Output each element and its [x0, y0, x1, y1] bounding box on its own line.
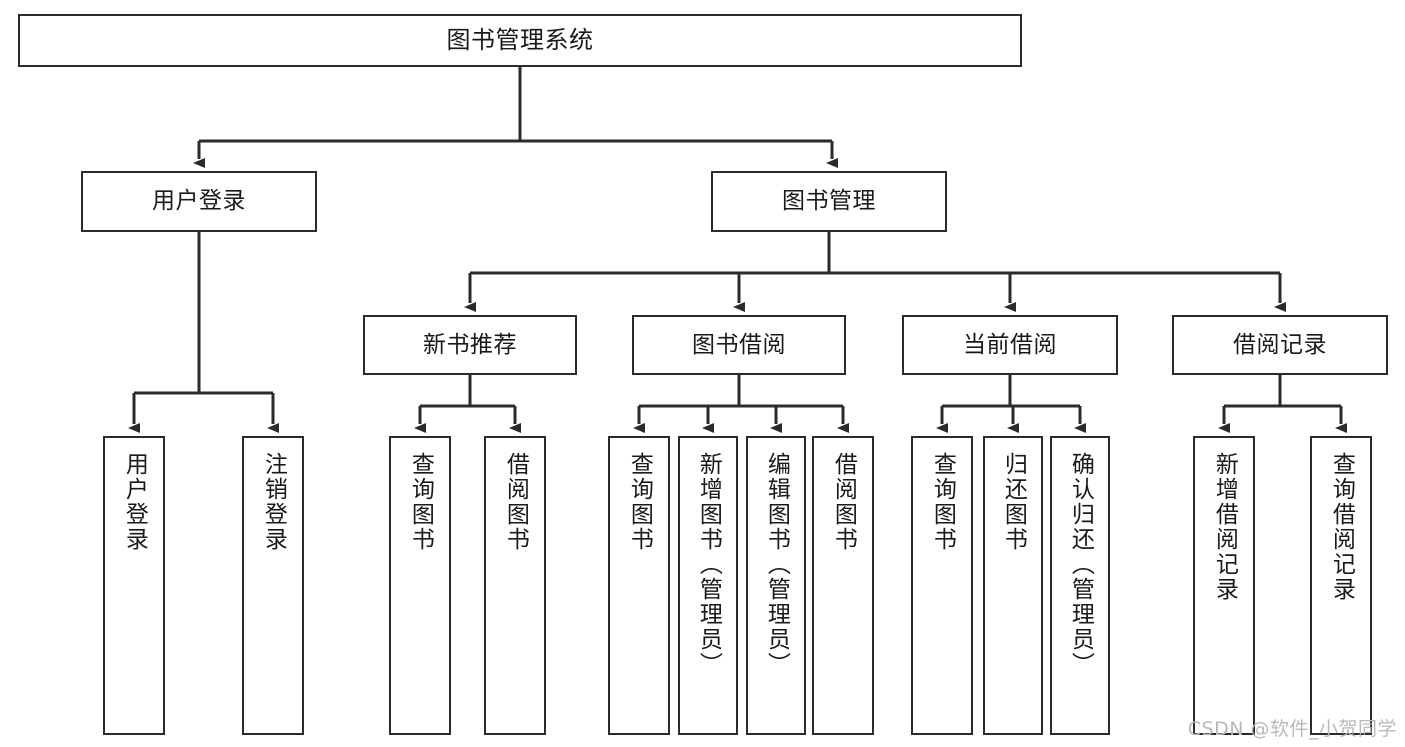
- node-current-borrow-label: 当前借阅: [963, 331, 1057, 358]
- node-current-borrow[interactable]: 当前借阅: [902, 315, 1118, 375]
- node-leaf-query-book-2[interactable]: 查询图书: [608, 436, 670, 735]
- node-borrow-record-label: 借阅记录: [1233, 331, 1327, 358]
- node-leaf-user-login[interactable]: 用户登录: [103, 436, 165, 735]
- node-borrow-record[interactable]: 借阅记录: [1172, 315, 1388, 375]
- node-leaf-user-logout-label: 注销登录: [260, 452, 287, 552]
- node-leaf-query-book-3-label: 查询图书: [929, 452, 956, 552]
- node-leaf-query-borrow-record[interactable]: 查询借阅记录: [1310, 436, 1372, 735]
- node-leaf-user-logout[interactable]: 注销登录: [242, 436, 304, 735]
- node-leaf-return-book-label: 归还图书: [1000, 452, 1027, 552]
- node-leaf-borrow-book-1[interactable]: 借阅图书: [484, 436, 546, 735]
- node-leaf-query-book-1[interactable]: 查询图书: [389, 436, 451, 735]
- node-leaf-query-book-3[interactable]: 查询图书: [911, 436, 973, 735]
- node-new-book-recommend[interactable]: 新书推荐: [363, 315, 577, 375]
- node-leaf-borrow-book-1-label: 借阅图书: [502, 452, 529, 552]
- node-book-manage[interactable]: 图书管理: [711, 171, 947, 232]
- node-leaf-confirm-return-admin-label: 确认归还（管理员）: [1067, 452, 1094, 677]
- node-leaf-add-borrow-record-label: 新增借阅记录: [1211, 452, 1238, 602]
- node-leaf-confirm-return-admin[interactable]: 确认归还（管理员）: [1050, 436, 1110, 735]
- node-book-borrow[interactable]: 图书借阅: [632, 315, 846, 375]
- node-user-login-label: 用户登录: [152, 188, 246, 215]
- node-leaf-return-book[interactable]: 归还图书: [983, 436, 1043, 735]
- node-leaf-add-book-admin[interactable]: 新增图书（管理员）: [678, 436, 738, 735]
- node-leaf-user-login-label: 用户登录: [121, 452, 148, 552]
- node-root[interactable]: 图书管理系统: [18, 14, 1022, 67]
- node-leaf-borrow-book-2-label: 借阅图书: [830, 452, 857, 552]
- node-new-book-recommend-label: 新书推荐: [423, 331, 517, 358]
- node-leaf-add-book-admin-label: 新增图书（管理员）: [695, 452, 722, 677]
- node-leaf-edit-book-admin-label: 编辑图书（管理员）: [763, 452, 790, 677]
- node-leaf-query-book-1-label: 查询图书: [407, 452, 434, 552]
- node-leaf-edit-book-admin[interactable]: 编辑图书（管理员）: [746, 436, 806, 735]
- node-book-borrow-label: 图书借阅: [692, 331, 786, 358]
- watermark: CSDN @软件_小贺同学: [1187, 718, 1397, 740]
- node-book-manage-label: 图书管理: [782, 188, 876, 215]
- node-leaf-add-borrow-record[interactable]: 新增借阅记录: [1193, 436, 1255, 735]
- node-leaf-query-borrow-record-label: 查询借阅记录: [1328, 452, 1355, 602]
- node-leaf-borrow-book-2[interactable]: 借阅图书: [812, 436, 874, 735]
- node-user-login[interactable]: 用户登录: [81, 171, 317, 232]
- node-leaf-query-book-2-label: 查询图书: [626, 452, 653, 552]
- node-root-label: 图书管理系统: [446, 25, 594, 54]
